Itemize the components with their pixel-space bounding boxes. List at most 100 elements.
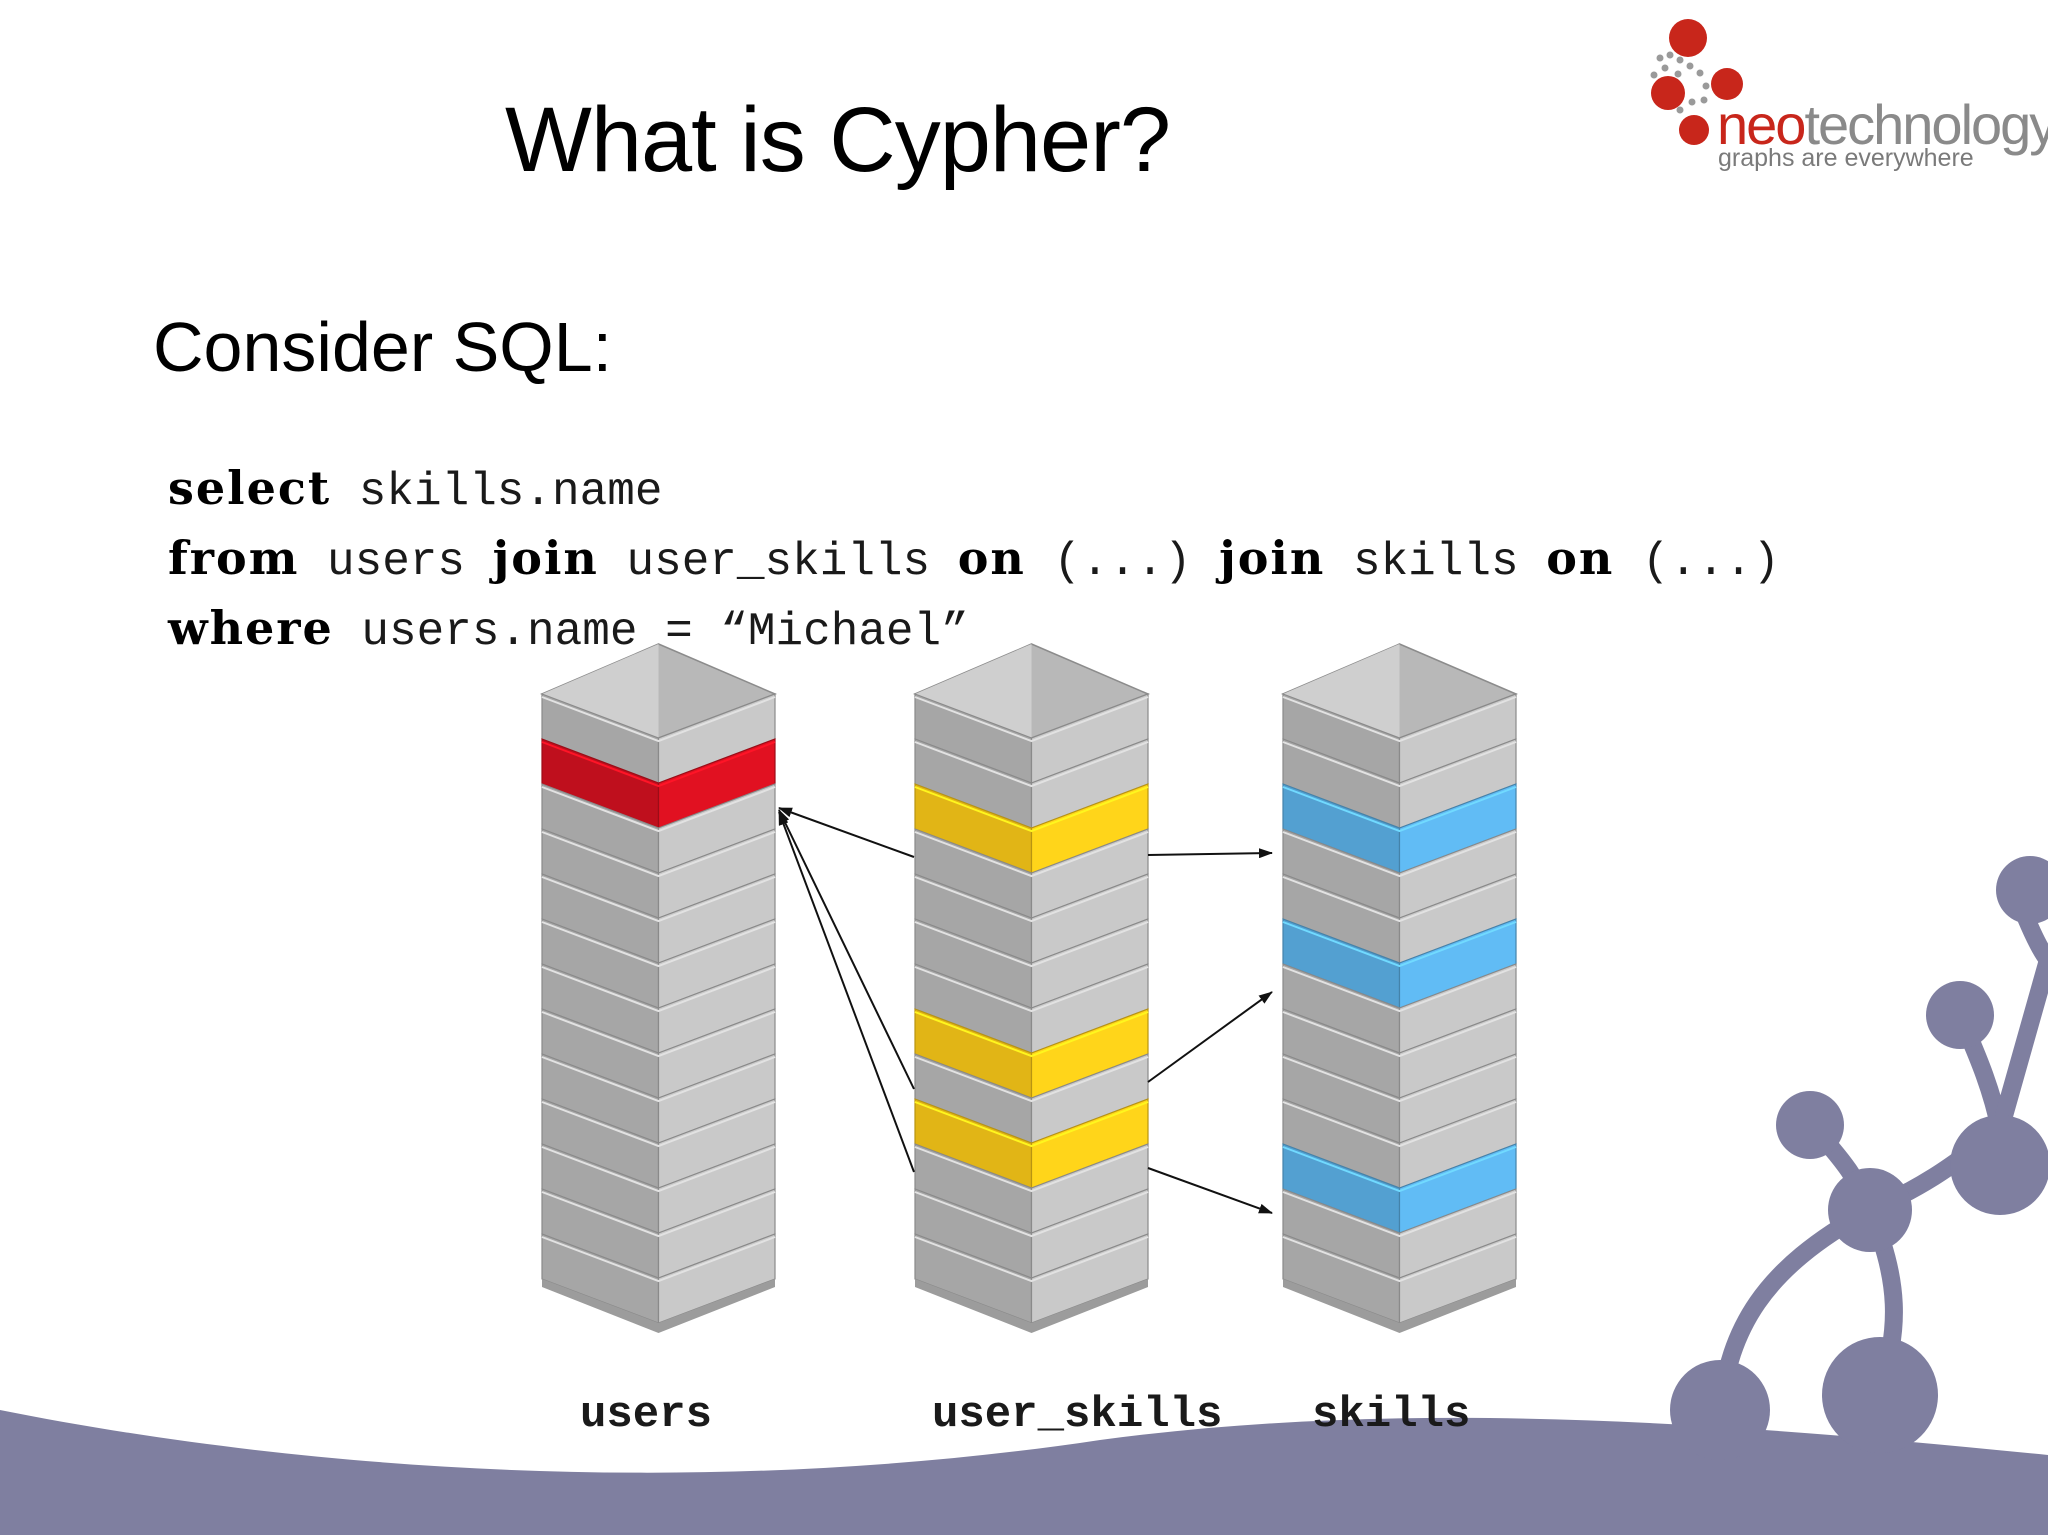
table-skills (1280, 643, 1519, 1333)
row-highlight-edge (1282, 921, 1517, 968)
code-text: skills.name (331, 466, 663, 518)
row-highlight-edge (541, 1146, 776, 1193)
table-cap-face (542, 644, 659, 738)
table-label-users: users (580, 1390, 713, 1440)
row-highlight-edge (914, 696, 1149, 743)
table-row (914, 1233, 1149, 1324)
code-line-1: select skills.name (168, 455, 1780, 525)
table-row (541, 693, 776, 784)
database-tables (539, 643, 1519, 1333)
arrow-user-skill-3-to-skill (1147, 1167, 1273, 1214)
table-row (914, 963, 1149, 1054)
row-highlight-edge (541, 831, 776, 878)
table-row (1282, 738, 1517, 829)
table-row (541, 918, 776, 1009)
table-row (1282, 828, 1517, 919)
table-row-highlighted (1282, 783, 1517, 874)
row-highlight-edge (1282, 741, 1517, 788)
table-row (1282, 873, 1517, 964)
code-text: (...) (1025, 536, 1220, 588)
code-text: (...) (1614, 536, 1780, 588)
row-highlight-edge (1282, 1056, 1517, 1103)
sql-keyword-from: from (168, 531, 300, 585)
table-cap-face (915, 644, 1032, 738)
row-highlight-edge (1282, 831, 1517, 878)
table-users (539, 643, 778, 1333)
row-highlight-edge (541, 1011, 776, 1058)
row-highlight-edge (541, 876, 776, 923)
logo-brand-primary: neo (1717, 93, 1806, 156)
table-row (914, 828, 1149, 919)
row-highlight-edge (541, 921, 776, 968)
logo-wordmark: neotechnology (1717, 92, 2048, 157)
row-highlight-edge (1282, 1011, 1517, 1058)
code-text: users.name = “Michael” (333, 606, 969, 658)
row-highlight-edge (914, 1191, 1149, 1238)
row-highlight-edge (541, 786, 776, 833)
row-highlight-edge (914, 1056, 1149, 1103)
arrow-user-skill-3-to-user (778, 811, 915, 1173)
row-highlight-edge (914, 1146, 1149, 1193)
row-highlight-edge (1282, 1146, 1517, 1193)
logo-tagline: graphs are everywhere (1718, 144, 1974, 172)
sql-keyword-select: select (168, 461, 332, 515)
row-highlight-edge (1282, 696, 1517, 743)
code-text: skills (1325, 536, 1547, 588)
row-highlight-edge (1282, 786, 1517, 833)
row-highlight-edge (1282, 876, 1517, 923)
sql-keyword-on: on (957, 531, 1026, 585)
table-row (914, 738, 1149, 829)
row-highlight-edge (541, 1101, 776, 1148)
table-row-highlighted (914, 1008, 1149, 1099)
row-highlight-edge (914, 876, 1149, 923)
table-row (541, 1188, 776, 1279)
table-row (541, 1233, 776, 1324)
row-highlight-edge (1282, 1191, 1517, 1238)
code-line-3: where users.name = “Michael” (168, 595, 1780, 665)
row-highlight-edge (541, 1191, 776, 1238)
row-highlight-edge (541, 966, 776, 1013)
code-text: user_skills (598, 536, 958, 588)
row-highlight-edge (914, 741, 1149, 788)
sql-keyword-join: join (1219, 531, 1326, 585)
slide-title: What is Cypher? (505, 89, 1171, 191)
table-cap-face (1283, 644, 1400, 738)
row-highlight-edge (1282, 1101, 1517, 1148)
row-highlight-edge (914, 966, 1149, 1013)
row-highlight-edge (914, 786, 1149, 833)
row-highlight-edge (914, 921, 1149, 968)
row-highlight-edge (541, 741, 776, 788)
row-highlight-edge (914, 1236, 1149, 1283)
sql-keyword-where: where (168, 601, 334, 655)
table-row (541, 963, 776, 1054)
row-highlight-edge (541, 696, 776, 743)
table-row (914, 1053, 1149, 1144)
table-row (541, 1053, 776, 1144)
code-text: users (299, 536, 493, 588)
arrow-user-skill-1-to-user (778, 807, 915, 858)
table-row (1282, 963, 1517, 1054)
arrow-user-skill-2-to-user (778, 809, 915, 1090)
arrow-user-skill-2-to-skill (1147, 991, 1273, 1083)
row-highlight-edge (1282, 966, 1517, 1013)
table-row (1282, 1233, 1517, 1324)
row-highlight-edge (914, 1011, 1149, 1058)
row-highlight-edge (541, 1236, 776, 1283)
table-label-skills: skills (1312, 1390, 1471, 1440)
row-highlight-edge (541, 1056, 776, 1103)
table-row-highlighted (914, 1098, 1149, 1189)
logo-mark (1650, 19, 1743, 145)
sql-keyword-join: join (492, 531, 599, 585)
table-label-user-skills: user_skills (932, 1390, 1223, 1440)
row-highlight-edge (1282, 1236, 1517, 1283)
footer-decoration (0, 856, 2048, 1535)
sql-keyword-on: on (1546, 531, 1615, 585)
row-highlight-edge (914, 831, 1149, 878)
arrow-user-skill-1-to-skill (1147, 848, 1273, 859)
logo-brand-secondary: technology (1804, 93, 2048, 156)
row-highlight-edge (914, 1101, 1149, 1148)
table-row (914, 873, 1149, 964)
code-line-2: from users join user_skills on (...) joi… (168, 525, 1780, 595)
